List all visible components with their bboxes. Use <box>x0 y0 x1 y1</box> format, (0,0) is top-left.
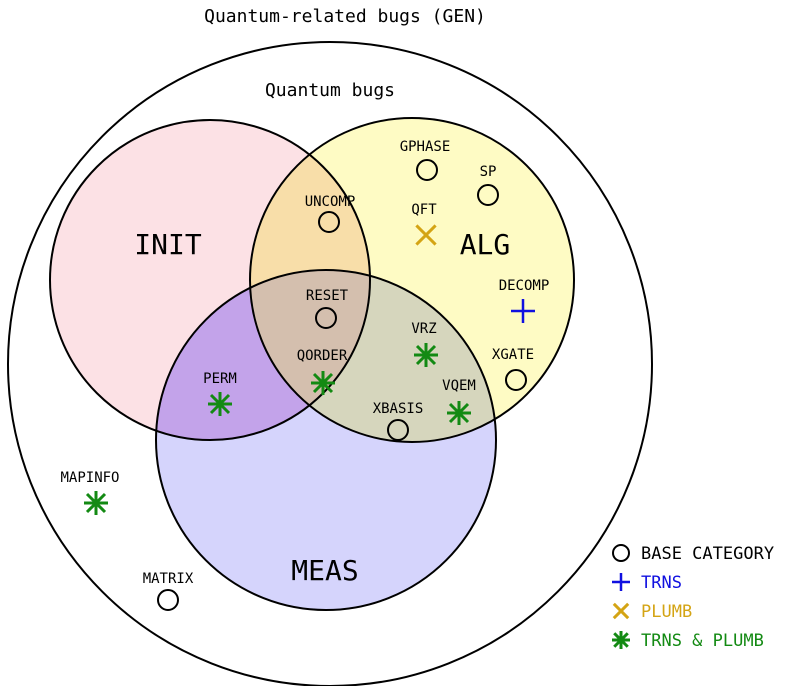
bug-marker-base <box>416 159 438 181</box>
alg-outline <box>249 117 575 443</box>
init-label: INIT <box>134 228 202 261</box>
bug-item: RESET <box>306 288 349 329</box>
legend-label: TRNS & PLUMB <box>641 631 764 651</box>
bug-item: VQEM <box>442 378 476 425</box>
bug-marker-both <box>414 343 438 367</box>
legend-marker-trns <box>612 573 630 591</box>
bug-label: XBASIS <box>373 401 424 417</box>
bug-marker-base <box>318 211 340 233</box>
init-outline <box>49 119 371 441</box>
intersection-init-meas <box>156 270 370 440</box>
bug-marker-base <box>387 419 409 441</box>
bug-marker-plumb <box>415 224 437 246</box>
diagram-title: Quantum-related bugs (GEN) <box>204 6 486 27</box>
bug-marker-both <box>84 491 108 515</box>
bug-label: QFT <box>411 202 437 218</box>
legend-item: TRNS <box>612 573 682 593</box>
bug-item: GPHASE <box>400 139 451 181</box>
legend-item: BASE CATEGORY <box>612 544 774 564</box>
inner-title: Quantum bugs <box>265 80 395 101</box>
bug-label: DECOMP <box>499 278 550 294</box>
bug-item: MATRIX <box>143 571 194 611</box>
legend-label: TRNS <box>641 573 682 593</box>
bug-label: VQEM <box>442 378 476 394</box>
legend-item: PLUMB <box>612 602 692 622</box>
legend-marker-plumb <box>612 602 630 620</box>
legend-label: BASE CATEGORY <box>641 544 774 564</box>
bug-markers: GPHASE SP UNCOMP QFT DECOMP RESET VRZ QORDER XGA… <box>60 139 550 611</box>
legend-label: PLUMB <box>641 602 692 622</box>
bug-item: QFT <box>411 202 437 246</box>
bug-label: RESET <box>306 288 349 304</box>
legend-marker-base <box>612 544 630 562</box>
bug-label: QORDER <box>297 348 348 364</box>
bug-label: MAPINFO <box>60 470 119 486</box>
meas-label: MEAS <box>291 554 358 587</box>
bug-marker-trns <box>511 299 535 323</box>
bug-item: SP <box>477 164 499 206</box>
bug-label: GPHASE <box>400 139 451 155</box>
bug-label: SP <box>480 164 497 180</box>
bug-label: UNCOMP <box>305 194 356 210</box>
bug-label: MATRIX <box>143 571 194 587</box>
bug-item: XBASIS <box>373 401 424 441</box>
legend-marker-both <box>612 631 630 649</box>
bug-item: VRZ <box>411 321 438 367</box>
outer-circle-gen <box>7 41 653 686</box>
bug-item: DECOMP <box>499 278 550 323</box>
bug-item: PERM <box>203 371 237 416</box>
bug-label: PERM <box>203 371 237 387</box>
alg-label: ALG <box>460 228 511 261</box>
bug-item: MAPINFO <box>60 470 120 515</box>
bug-marker-base <box>157 589 179 611</box>
legend: BASE CATEGORY TRNS PLUMB TRNS & PLUMB <box>612 544 774 651</box>
bug-marker-both <box>208 392 232 416</box>
legend-item: TRNS & PLUMB <box>612 631 764 651</box>
bug-label: VRZ <box>411 321 436 337</box>
bug-item: XGATE <box>492 347 534 391</box>
bug-marker-both <box>447 401 471 425</box>
bug-marker-base <box>505 369 527 391</box>
bug-item: QORDER <box>297 348 348 395</box>
bug-marker-both <box>311 371 335 395</box>
bug-label: XGATE <box>492 347 534 363</box>
bug-item: UNCOMP <box>305 194 356 233</box>
bug-marker-base <box>477 184 499 206</box>
meas-outline <box>155 269 497 611</box>
bug-marker-base <box>315 307 337 329</box>
